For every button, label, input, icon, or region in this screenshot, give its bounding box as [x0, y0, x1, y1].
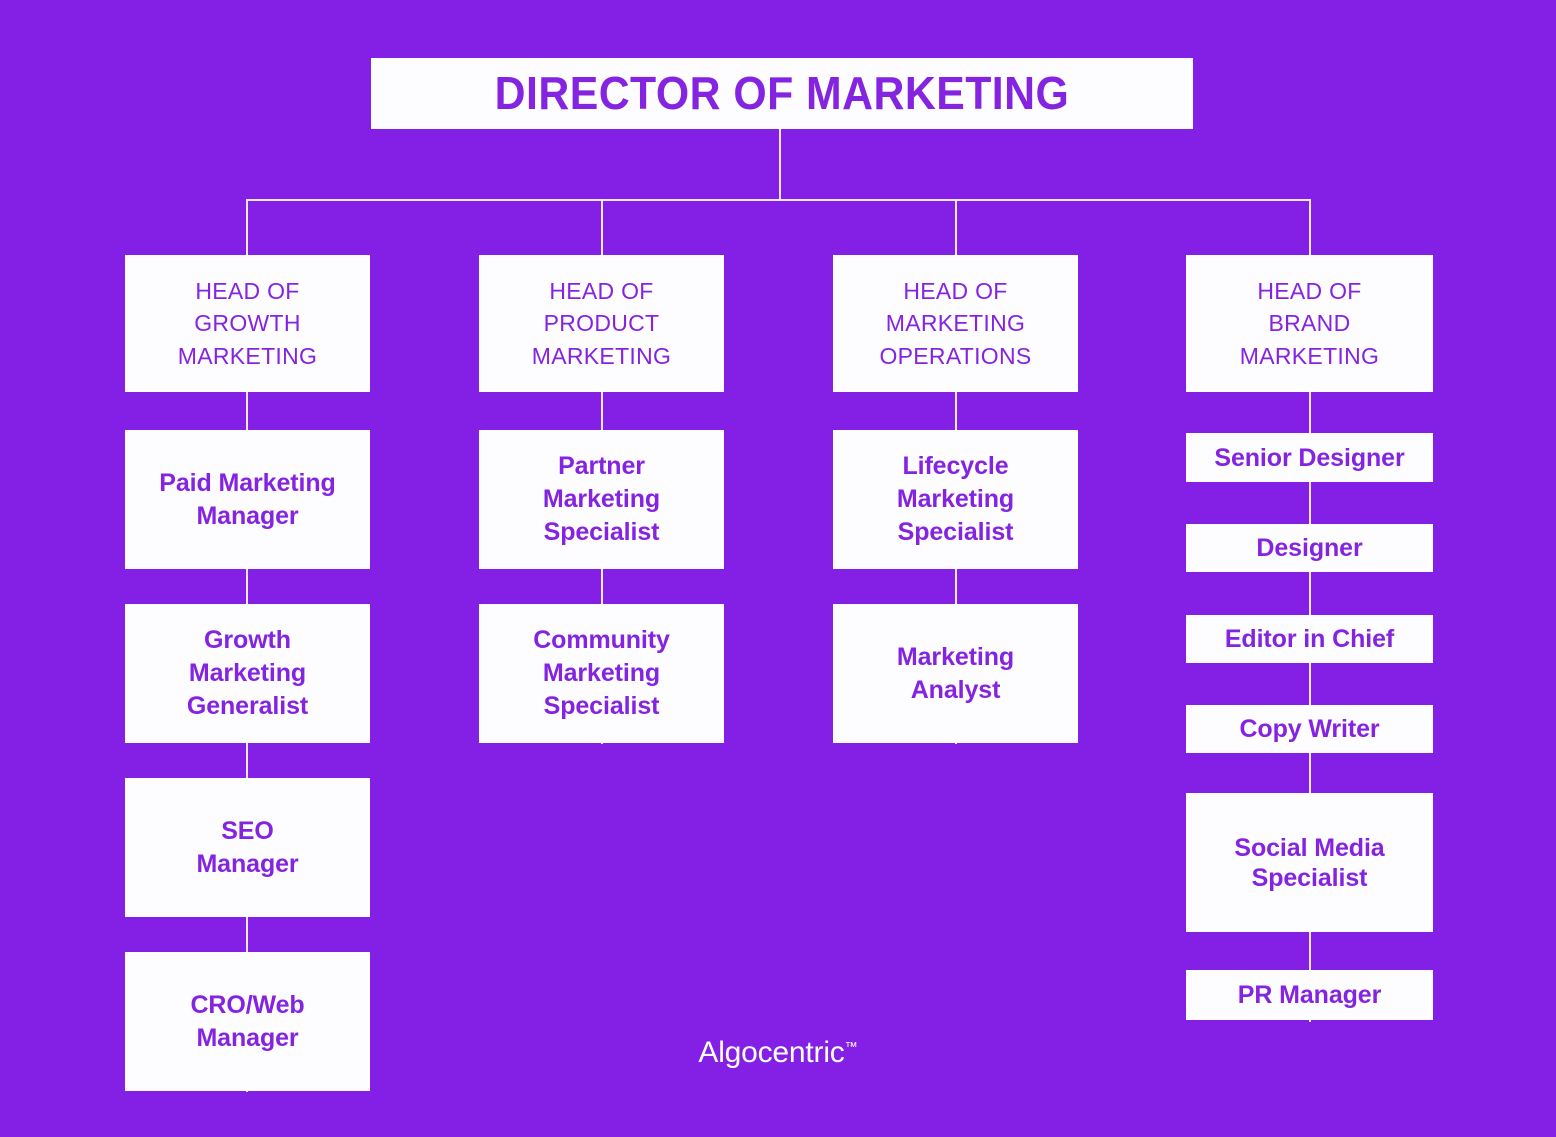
node-seo-manager[interactable]: SEO Manager: [125, 778, 370, 917]
node-label: Partner Marketing Specialist: [542, 452, 661, 546]
node-head-of-marketing-operations[interactable]: HEAD OF MARKETING OPERATIONS: [833, 255, 1078, 392]
node-label: DIRECTOR OF MARKETING: [494, 67, 1070, 120]
node-label: Copy Writer: [1239, 715, 1380, 743]
brand-logo: Algocentric™: [0, 1036, 1556, 1070]
brand-logo-name: Algocentric: [698, 1036, 845, 1069]
node-label: Designer: [1256, 534, 1363, 562]
node-partner-marketing-specialist[interactable]: Partner Marketing Specialist: [479, 430, 724, 569]
node-label: Senior Designer: [1214, 443, 1405, 472]
node-label: CRO/Web Manager: [190, 990, 305, 1052]
node-community-marketing-specialist[interactable]: Community Marketing Specialist: [479, 604, 724, 743]
node-pr-manager[interactable]: PR Manager: [1186, 970, 1433, 1020]
connector-bus-drop-1: [246, 199, 248, 256]
node-marketing-analyst[interactable]: Marketing Analyst: [833, 604, 1078, 743]
node-label: Lifecycle Marketing Specialist: [896, 452, 1015, 546]
connector-horizontal-bus: [247, 199, 1310, 201]
node-head-of-growth-marketing[interactable]: HEAD OF GROWTH MARKETING: [125, 255, 370, 392]
node-label: HEAD OF PRODUCT MARKETING: [531, 277, 672, 369]
node-label: PR Manager: [1237, 981, 1382, 1009]
node-paid-marketing-manager[interactable]: Paid Marketing Manager: [125, 430, 370, 569]
node-cro-web-manager[interactable]: CRO/Web Manager: [125, 952, 370, 1091]
node-designer[interactable]: Designer: [1186, 524, 1433, 572]
node-editor-in-chief[interactable]: Editor in Chief: [1186, 615, 1433, 663]
node-label: Community Marketing Specialist: [533, 626, 670, 720]
node-label: Marketing Analyst: [896, 642, 1015, 704]
node-head-of-product-marketing[interactable]: HEAD OF PRODUCT MARKETING: [479, 255, 724, 392]
node-director-of-marketing[interactable]: DIRECTOR OF MARKETING: [371, 58, 1193, 129]
node-label: HEAD OF GROWTH MARKETING: [177, 277, 318, 369]
connector-root-stem: [779, 129, 781, 200]
node-copy-writer[interactable]: Copy Writer: [1186, 705, 1433, 753]
node-label: Growth Marketing Generalist: [186, 626, 309, 720]
node-label: Editor in Chief: [1224, 625, 1395, 653]
connector-bus-drop-3: [955, 199, 957, 256]
connector-bus-drop-4: [1309, 199, 1311, 256]
node-head-of-brand-marketing[interactable]: HEAD OF BRAND MARKETING: [1186, 255, 1433, 392]
node-label: Social Media Specialist: [1234, 833, 1385, 892]
node-label: HEAD OF BRAND MARKETING: [1239, 277, 1380, 369]
node-growth-marketing-generalist[interactable]: Growth Marketing Generalist: [125, 604, 370, 743]
node-lifecycle-marketing-specialist[interactable]: Lifecycle Marketing Specialist: [833, 430, 1078, 569]
node-label: HEAD OF MARKETING OPERATIONS: [879, 277, 1032, 369]
node-social-media-specialist[interactable]: Social Media Specialist: [1186, 793, 1433, 932]
node-label: Paid Marketing Manager: [159, 468, 336, 530]
trademark-symbol: ™: [844, 1039, 858, 1054]
connector-bus-drop-2: [601, 199, 603, 256]
node-label: SEO Manager: [196, 816, 299, 878]
node-senior-designer[interactable]: Senior Designer: [1186, 433, 1433, 482]
